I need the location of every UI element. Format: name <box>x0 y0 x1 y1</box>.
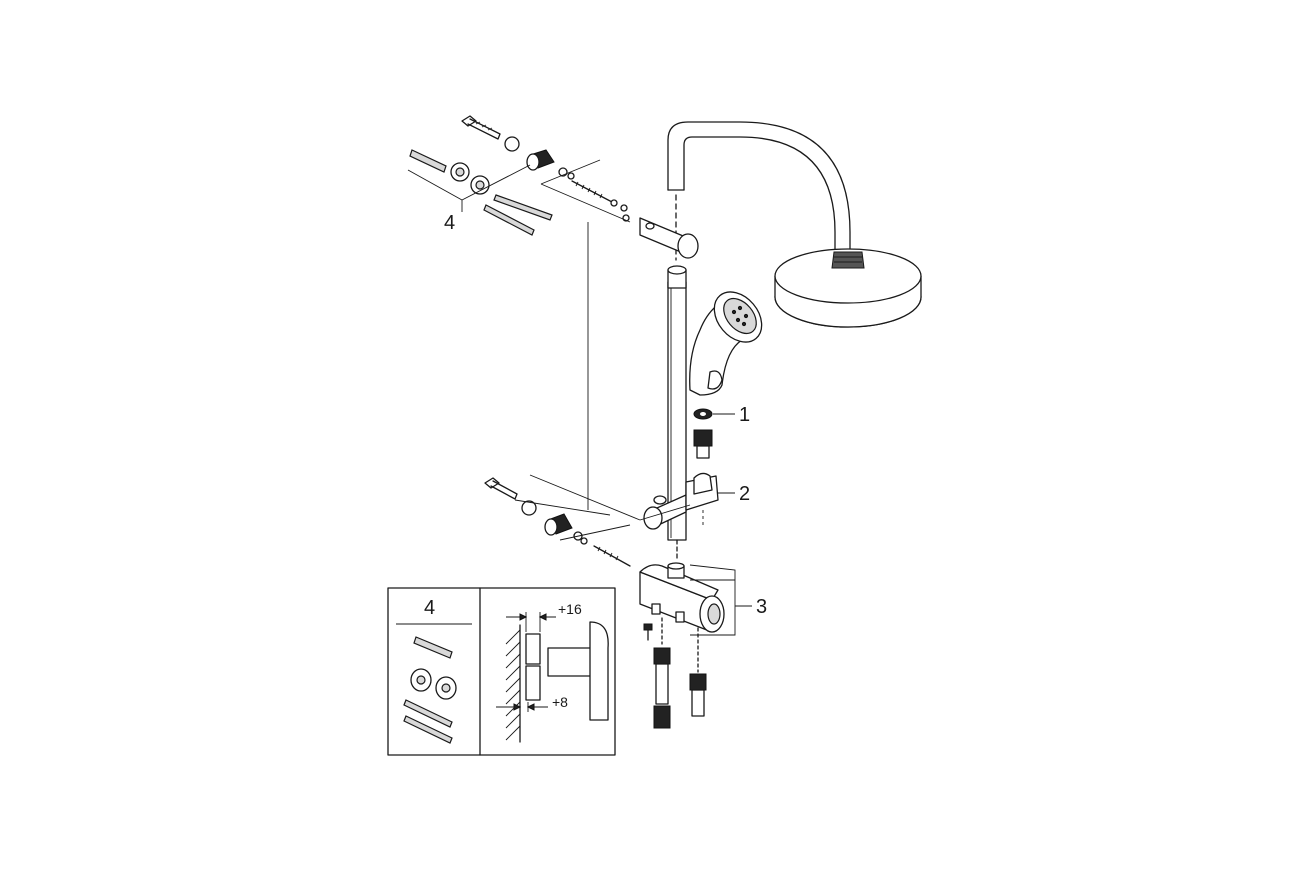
top-bracket-screw <box>461 115 501 140</box>
top-long-screw <box>571 180 630 222</box>
bracket-guide-lines <box>540 159 631 510</box>
inset-dim-bottom: +8 <box>552 694 568 710</box>
lower-washer <box>521 500 537 516</box>
inset-kit-label: 4 <box>424 597 435 619</box>
slide-rail <box>667 265 687 561</box>
supply-hose-cold <box>689 627 707 717</box>
lower-guide-lines <box>514 474 691 541</box>
lower-long-screw <box>593 545 631 567</box>
lower-bracket-screw <box>484 477 518 500</box>
inset-dimension-lines <box>496 612 556 712</box>
hand-shower-hose-nut <box>693 429 713 459</box>
callout-1: 1 <box>739 404 750 426</box>
callout-2: 2 <box>739 483 750 505</box>
inset-dim-top: +16 <box>558 601 582 617</box>
hand-shower <box>689 291 763 396</box>
inset-wall-plugs <box>403 636 457 744</box>
hose-seal <box>693 408 713 420</box>
supply-hose-hot <box>653 617 671 729</box>
callout-4-top: 4 <box>444 212 455 234</box>
thermostat-fixing-screw <box>643 623 653 641</box>
lower-wall-plug-holder <box>544 513 588 545</box>
installation-inset <box>387 587 616 756</box>
bracket-3-lines <box>689 564 752 636</box>
top-washer <box>504 136 520 152</box>
top-wall-plug-holder <box>526 149 575 180</box>
inset-wall-section <box>505 621 609 743</box>
slider-holder <box>643 472 719 530</box>
shower-head <box>774 248 922 328</box>
kit-4-leader <box>407 164 531 212</box>
thermostat-body <box>639 562 725 633</box>
callout-3: 3 <box>756 596 767 618</box>
top-rail-bracket <box>639 217 699 259</box>
wall-plugs-set-upper <box>409 149 553 236</box>
